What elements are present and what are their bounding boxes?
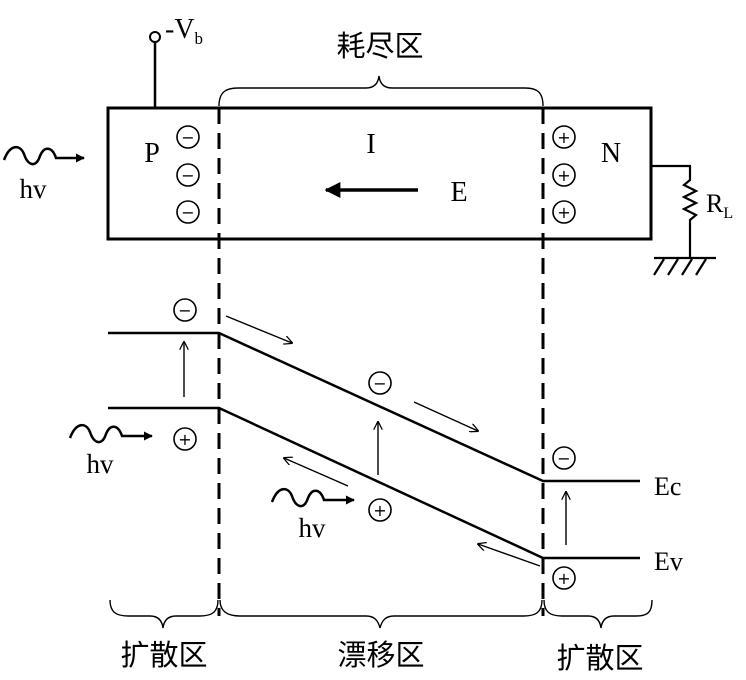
- valence-band-label: Ev: [654, 547, 683, 576]
- svg-text:−: −: [181, 128, 194, 147]
- svg-text:+: +: [557, 128, 570, 147]
- electron-band-left: −: [173, 298, 197, 322]
- resistor-icon: RL: [651, 164, 733, 258]
- electron-p-3: −: [176, 200, 200, 224]
- bottom-braces: [109, 599, 653, 629]
- p-region-label: P: [144, 138, 160, 169]
- depletion-brace: [218, 75, 544, 107]
- hole-n-2: +: [552, 163, 576, 187]
- svg-text:+: +: [557, 203, 570, 222]
- svg-text:+: +: [178, 430, 191, 449]
- electron-drift-arrow-2: [413, 401, 478, 431]
- svg-text:+: +: [557, 569, 570, 588]
- diffusion-region-right-label: 扩散区: [556, 641, 643, 675]
- conduction-band-label: Ec: [654, 472, 681, 501]
- electron-band-middle: −: [368, 371, 392, 395]
- n-region-label: N: [601, 138, 621, 169]
- svg-text:+: +: [557, 166, 570, 185]
- ground-icon: [653, 256, 716, 276]
- electron-band-right: −: [552, 446, 576, 470]
- photon-label-top: hv: [20, 174, 48, 204]
- brace-diffusion-left: [109, 599, 219, 629]
- hole-drift-arrow-2: [478, 544, 541, 567]
- field-label: E: [450, 177, 467, 208]
- hole-band-middle: +: [368, 498, 392, 522]
- brace-drift: [219, 599, 543, 629]
- conduction-band-line: [108, 331, 640, 483]
- diffusion-region-left-label: 扩散区: [120, 638, 207, 672]
- wavy-arrow-icon: [270, 488, 355, 508]
- carriers: − − − + + + − + − + − +: [173, 125, 576, 590]
- drift-region-label: 漂移区: [337, 638, 424, 672]
- brace-diffusion-right: [543, 599, 653, 629]
- electron-p-2: −: [176, 163, 200, 187]
- photon-label-left: hv: [87, 449, 115, 479]
- device-structure: -Vb 耗尽区 P I N E hv RL: [2, 14, 733, 276]
- electron-p-1: −: [176, 125, 200, 149]
- hole-band-left: +: [173, 427, 197, 451]
- device-body: [106, 106, 653, 241]
- hole-n-1: +: [552, 125, 576, 149]
- svg-text:−: −: [557, 449, 570, 468]
- depletion-region-label: 耗尽区: [336, 29, 423, 63]
- valence-band-line: [108, 406, 640, 560]
- svg-text:−: −: [373, 374, 386, 393]
- intrinsic-region-label: I: [366, 129, 375, 160]
- svg-text:−: −: [181, 166, 194, 185]
- wavy-arrow-icon: [2, 146, 85, 166]
- load-label: RL: [706, 189, 733, 222]
- svg-text:−: −: [181, 203, 194, 222]
- svg-text:−: −: [178, 301, 191, 320]
- wavy-arrow-icon: [68, 424, 153, 444]
- electron-drift-arrow-1: [225, 315, 292, 343]
- band-diagram: Ec Ev hv hv: [68, 315, 683, 576]
- bias-label: -Vb: [165, 14, 203, 48]
- photon-label-middle: hv: [299, 513, 327, 543]
- svg-text:+: +: [373, 501, 386, 520]
- hole-n-3: +: [552, 200, 576, 224]
- terminal-icon: [149, 31, 161, 43]
- hole-drift-arrow-1: [284, 458, 349, 487]
- hole-band-right: +: [552, 566, 576, 590]
